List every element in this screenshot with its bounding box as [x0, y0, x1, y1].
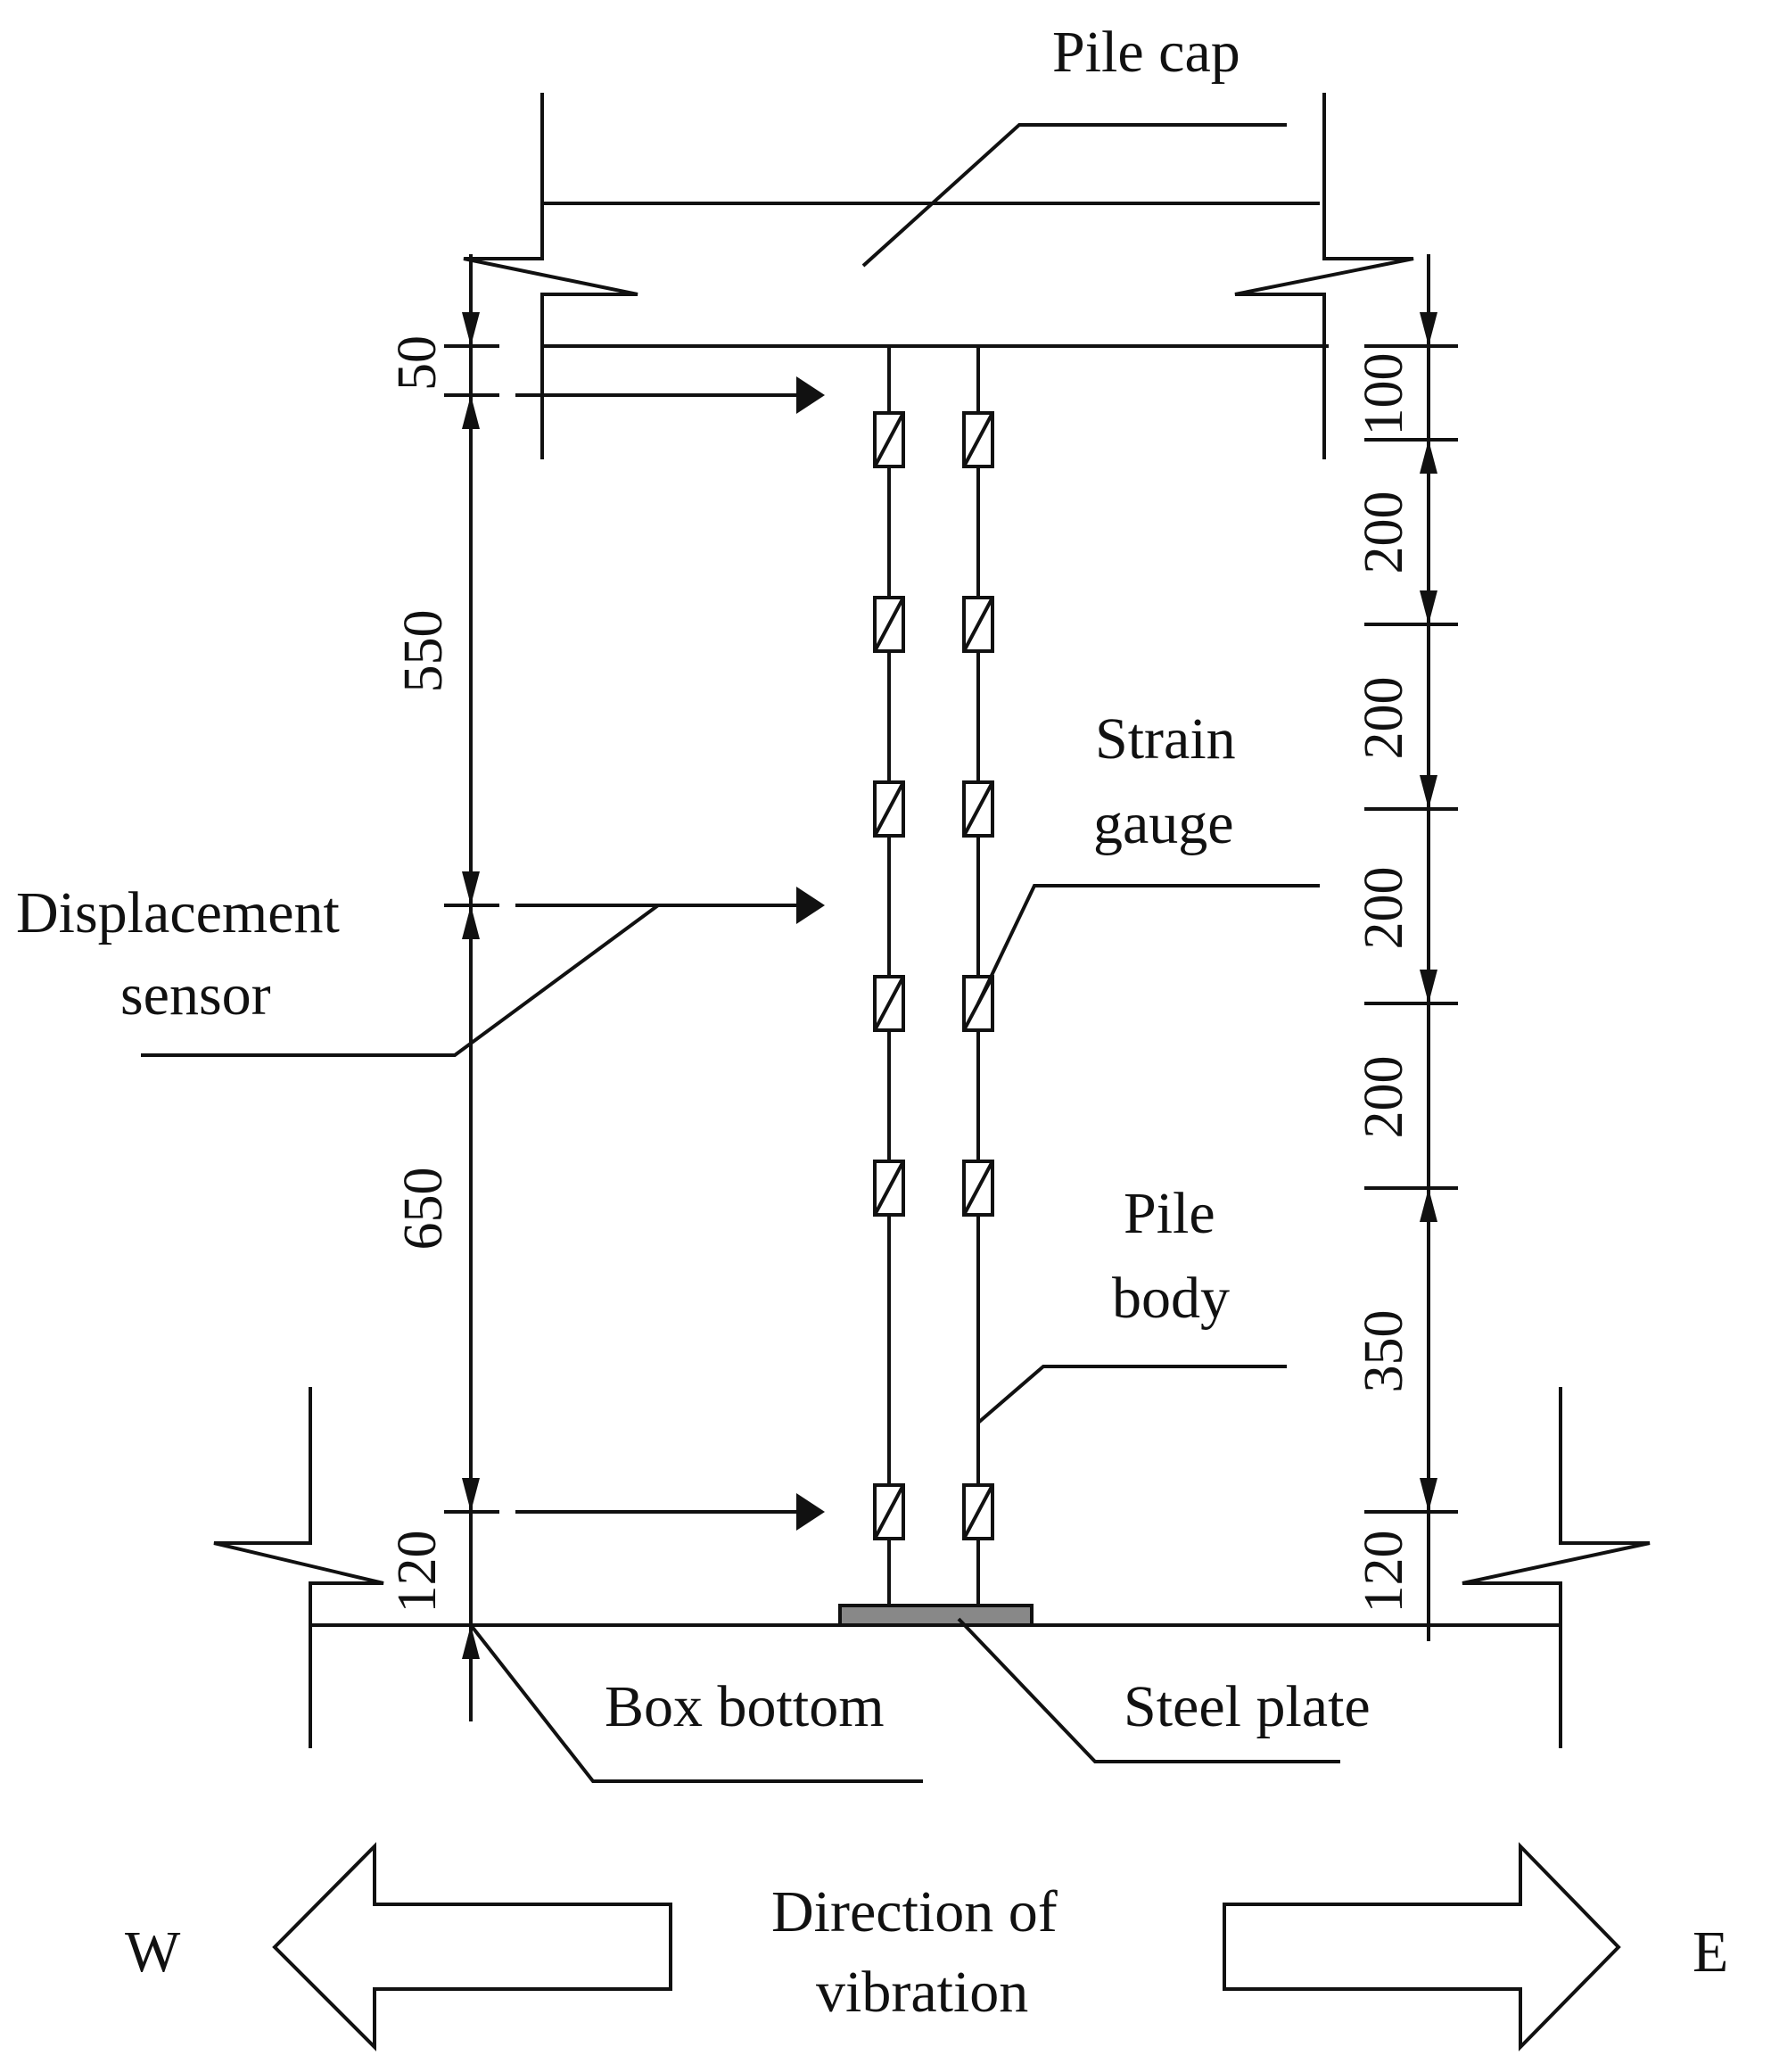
leader-strain-gauge [976, 884, 1320, 1004]
strain-gauge [873, 780, 905, 838]
pile-cap [463, 93, 1414, 459]
right-dim-100: 100 [1354, 353, 1414, 436]
strain-gauge [873, 411, 905, 468]
right-dim-200-a: 200 [1354, 491, 1414, 574]
strain-gauge [962, 1483, 994, 1540]
left-dimension-labels: 50 550 650 120 [387, 335, 454, 1614]
leader-pile-body [976, 1365, 1287, 1424]
left-dimension-chain [444, 254, 499, 1721]
leader-displacement-sensor [141, 904, 660, 1057]
strain-gauge [873, 1483, 905, 1540]
label-box-bottom: Box bottom [605, 1674, 885, 1739]
right-dim-200-d: 200 [1354, 1056, 1414, 1139]
leader-lines [141, 123, 1340, 1783]
arrow-west-icon [272, 1842, 672, 2051]
strain-gauge [962, 596, 994, 653]
right-dim-120: 120 [1354, 1531, 1414, 1614]
right-dim-350: 350 [1354, 1310, 1414, 1393]
leader-steel-plate [957, 1617, 1340, 1763]
arrow-east-icon [1223, 1842, 1621, 2051]
displacement-sensor-arrows [515, 376, 825, 1531]
strain-gauge [873, 1160, 905, 1217]
right-dimension-chain [1364, 254, 1458, 1641]
label-pile-cap: Pile cap [1052, 20, 1240, 85]
strain-gauge [962, 411, 994, 468]
arrow-right-icon [796, 1493, 825, 1531]
right-break-mark [1234, 93, 1414, 459]
label-displacement-sensor-line2: sensor [120, 962, 271, 1028]
arrow-right-icon [796, 887, 825, 924]
strain-gauges [873, 411, 994, 1540]
strain-gauge [873, 975, 905, 1032]
left-dim-120: 120 [387, 1531, 448, 1614]
right-dim-200-b: 200 [1354, 677, 1414, 760]
label-east: E [1693, 1919, 1728, 1985]
left-dim-650: 650 [393, 1168, 454, 1251]
label-strain-gauge-line2: gauge [1093, 791, 1234, 856]
left-dim-50: 50 [387, 335, 448, 391]
strain-gauge [962, 1160, 994, 1217]
label-displacement-sensor-line1: Displacement [16, 880, 340, 945]
label-direction-line2: vibration [816, 1960, 1028, 2025]
strain-gauge [873, 596, 905, 653]
direction-arrows [272, 1842, 1621, 2051]
label-steel-plate: Steel plate [1124, 1674, 1371, 1739]
leader-box-bottom [469, 1623, 923, 1783]
strain-gauge [962, 780, 994, 838]
label-strain-gauge-line1: Strain [1095, 706, 1236, 772]
label-pile-body-line2: body [1112, 1266, 1230, 1331]
label-direction-line1: Direction of [771, 1879, 1058, 1944]
right-dimension-labels: 100 200 200 200 200 350 120 [1354, 353, 1414, 1614]
box-bottom [213, 1387, 1651, 1748]
label-west: W [125, 1919, 181, 1985]
text-labels: Pile cap Strain gauge Displacement senso… [16, 20, 1728, 2025]
leader-pile-cap [861, 123, 1287, 268]
left-break-mark [463, 93, 638, 459]
arrow-right-icon [796, 376, 825, 414]
steel-plate [838, 1604, 1034, 1627]
label-pile-body-line1: Pile [1124, 1181, 1215, 1246]
right-dim-200-c: 200 [1354, 867, 1414, 950]
left-dim-550: 550 [393, 610, 454, 693]
